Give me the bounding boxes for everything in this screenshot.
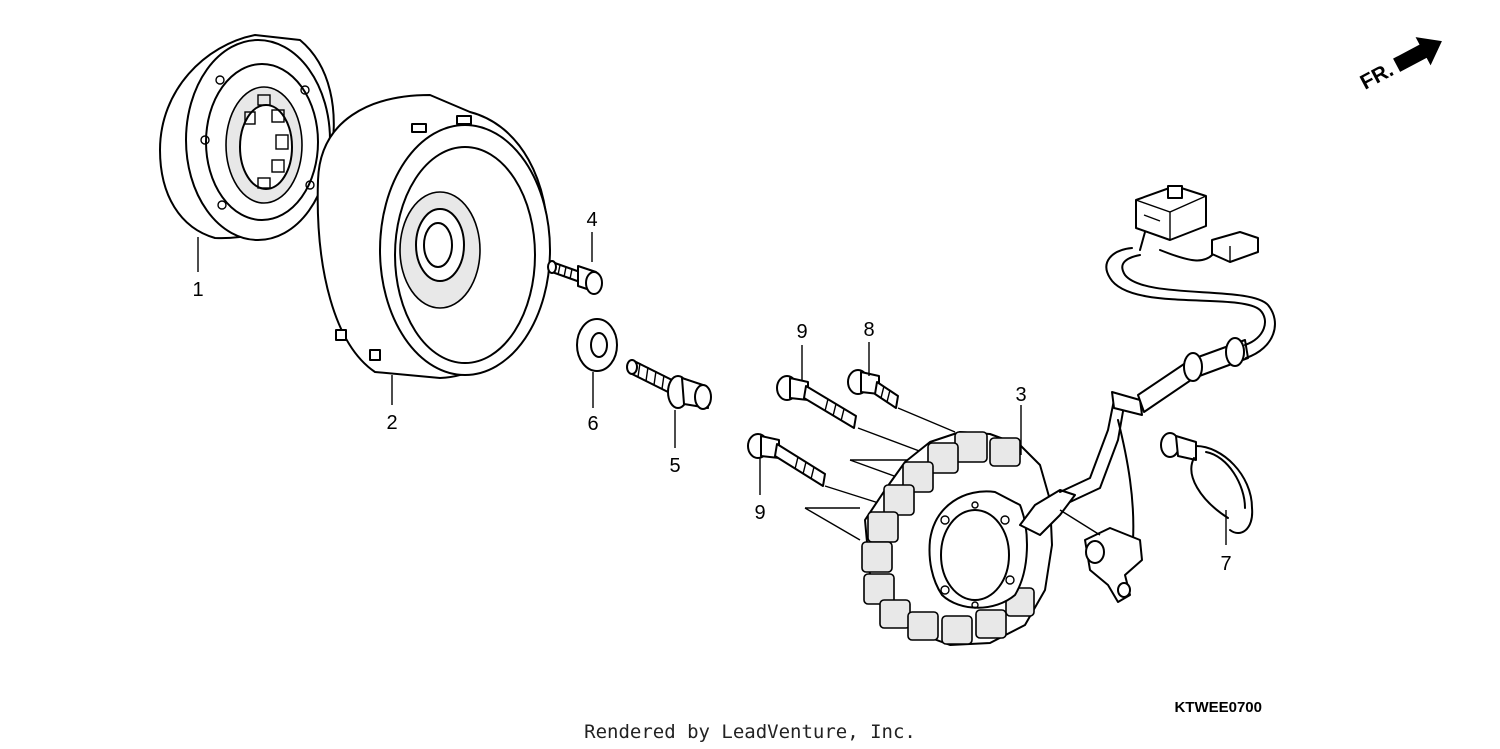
stator-bolt-upper-part[interactable] <box>776 375 857 429</box>
direction-arrow-icon <box>1393 37 1442 72</box>
flywheel-part[interactable] <box>316 94 551 379</box>
washer-part[interactable] <box>576 318 618 372</box>
stator-bolt-lower-part[interactable] <box>747 433 826 487</box>
callout-8: 8 <box>863 319 874 341</box>
stator-bolt-short-part[interactable] <box>847 369 899 409</box>
callout-1: 1 <box>192 279 203 301</box>
flange-bolt-4-part[interactable] <box>547 260 603 295</box>
leader-lines <box>197 232 1227 545</box>
callout-4: 4 <box>586 209 597 231</box>
callout-9-lower: 9 <box>754 502 765 524</box>
cable-tie-part[interactable] <box>1160 432 1254 535</box>
callout-7: 7 <box>1220 553 1231 575</box>
stator-part[interactable] <box>861 185 1276 646</box>
diagram-code: KTWEE0700 <box>1174 699 1262 716</box>
front-direction-indicator: FR. <box>1357 37 1442 94</box>
callout-6: 6 <box>587 413 598 435</box>
flywheel-bolt-part[interactable] <box>626 359 712 410</box>
direction-label: FR. <box>1357 58 1398 94</box>
starter-clutch-part[interactable] <box>159 34 335 241</box>
callout-3: 3 <box>1015 384 1026 406</box>
credit-line: Rendered by LeadVenture, Inc. <box>584 721 916 743</box>
callout-2: 2 <box>386 412 397 434</box>
callout-5: 5 <box>669 455 680 477</box>
callout-9-upper: 9 <box>796 321 807 343</box>
